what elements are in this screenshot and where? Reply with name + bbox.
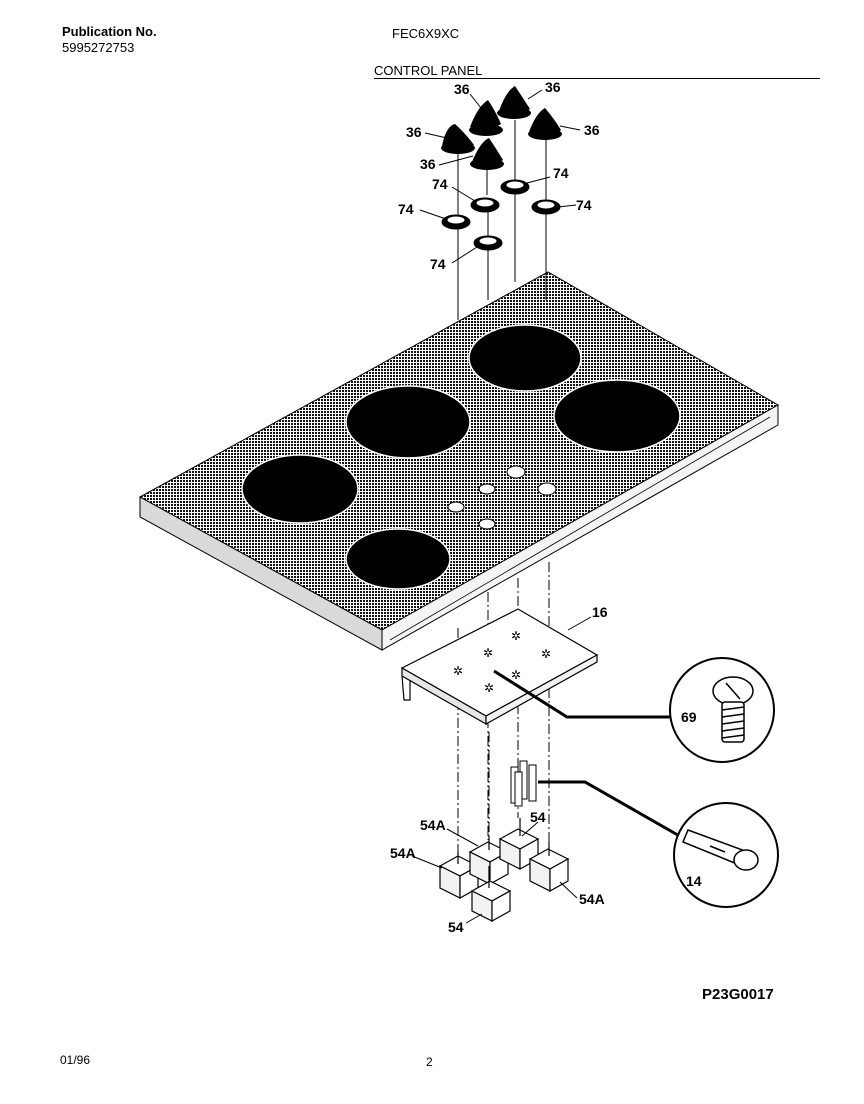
bezel-ring-icon — [473, 235, 503, 251]
bezel-rings — [441, 179, 561, 251]
page-number: 2 — [426, 1055, 433, 1069]
screw-detail — [493, 657, 775, 763]
element-left — [241, 454, 359, 524]
callout-knob: 36 — [584, 122, 600, 138]
publication-label: Publication No. — [62, 24, 157, 39]
callout-bezel: 74 — [576, 197, 592, 213]
control-knobs — [441, 86, 562, 170]
knob-holes — [447, 465, 557, 530]
element-center — [345, 385, 471, 459]
callout-switch-alt: 54A — [420, 817, 446, 833]
cooktop-glass — [138, 271, 780, 651]
knob-icon — [441, 124, 475, 154]
knob-icon — [469, 100, 503, 136]
bezel-ring-icon — [500, 179, 530, 195]
switch-icon — [468, 836, 510, 886]
callout-knob: 36 — [406, 124, 422, 140]
callout-knob: 36 — [545, 79, 561, 95]
callout-switch-alt: 54A — [390, 845, 416, 861]
callout-bezel: 74 — [430, 256, 446, 272]
publication-number: 5995272753 — [62, 40, 135, 55]
bezel-ring-icon — [470, 197, 500, 213]
element-rear-center — [468, 324, 582, 392]
callout-labels: 36 36 36 36 36 74 74 74 74 74 16 69 14 5… — [390, 79, 702, 935]
callout-bezel: 74 — [553, 165, 569, 181]
model-number: FEC6X9XC — [392, 26, 460, 41]
header-rule — [374, 78, 820, 79]
mounting-bracket: ✲ ✲ ✲ ✲ ✲ ✲ — [400, 608, 599, 726]
drawing-number: P23G0017 — [702, 986, 774, 1003]
svg-text:✲: ✲ — [483, 646, 493, 660]
switch-icon — [528, 842, 570, 893]
revision-date: 01/96 — [60, 1053, 91, 1067]
element-front — [345, 528, 451, 590]
callout-switch-alt: 54A — [579, 891, 605, 907]
switches — [438, 818, 570, 923]
terminal-icon — [682, 829, 759, 871]
terminal-cluster — [510, 760, 537, 807]
heating-elements — [241, 324, 681, 590]
callout-bezel: 74 — [398, 201, 414, 217]
switch-icon — [470, 866, 512, 923]
leader-lines — [411, 89, 592, 924]
knob-icon — [528, 108, 562, 140]
knob-icon — [470, 138, 504, 170]
callout-switch: 54 — [448, 919, 464, 935]
callout-knob: 36 — [454, 81, 470, 97]
callout-bezel: 74 — [432, 176, 448, 192]
callout-switch: 54 — [530, 809, 546, 825]
bezel-ring-icon — [441, 214, 471, 230]
screw-icon — [712, 676, 754, 743]
terminal-detail — [510, 760, 779, 908]
svg-text:✲: ✲ — [541, 647, 551, 661]
bracket-mark: ✲ — [453, 664, 463, 678]
callout-terminal: 14 — [686, 873, 702, 889]
svg-text:✲: ✲ — [511, 629, 521, 643]
svg-text:✲: ✲ — [484, 681, 494, 695]
callout-knob: 36 — [420, 156, 436, 172]
callout-screw: 69 — [681, 709, 697, 725]
section-title: CONTROL PANEL — [374, 63, 483, 78]
knob-icon — [497, 86, 531, 119]
bezel-ring-icon — [531, 199, 561, 215]
element-right — [553, 379, 681, 453]
svg-text:✲: ✲ — [511, 668, 521, 682]
callout-bracket: 16 — [592, 604, 608, 620]
